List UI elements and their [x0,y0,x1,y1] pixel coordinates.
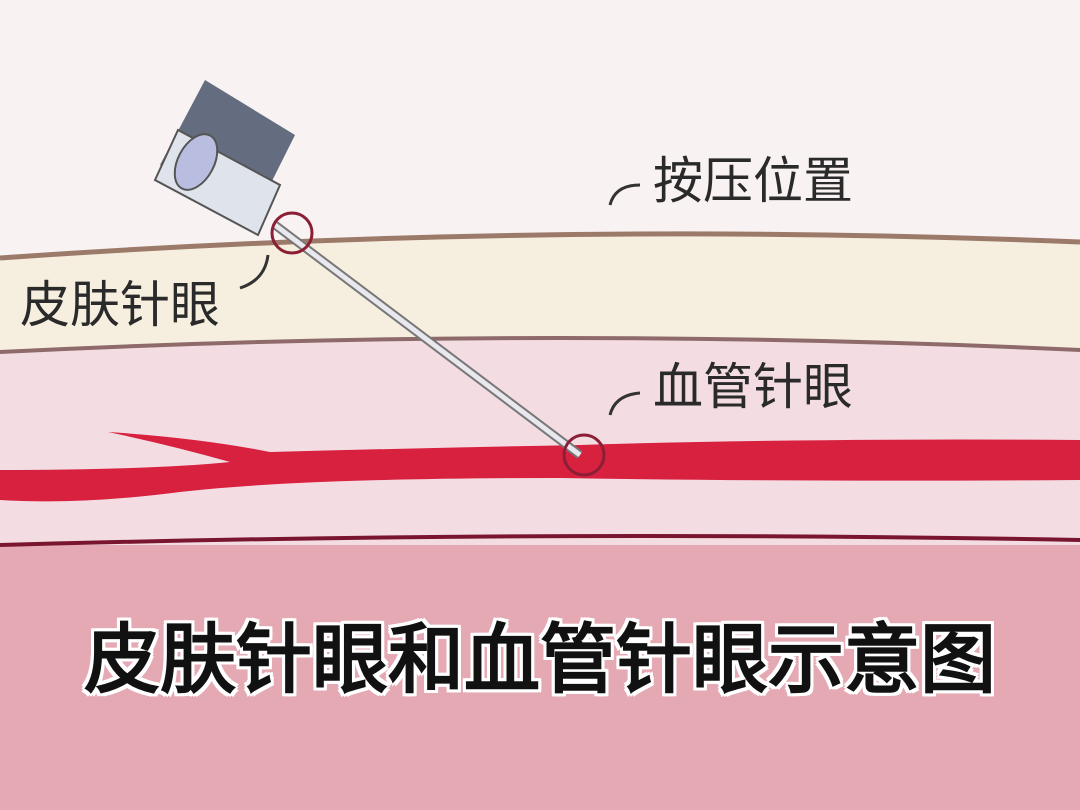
subcutaneous-layer [0,337,1080,545]
skin-surface-line [0,231,1080,261]
syringe-hub [153,80,295,237]
diagram-title: 皮肤针眼和血管针眼示意图 [84,615,996,704]
leader-skin [239,254,270,290]
label-press-position: 按压位置 [653,152,853,210]
deep-boundary-line [0,534,1080,547]
skin-layer [0,233,1080,352]
syringe-end [173,133,219,191]
leader-vessel [608,391,641,416]
skin-puncture-marker [270,211,314,255]
needle-highlight [273,223,582,457]
blood-vessel [0,432,1080,502]
label-vessel-puncture: 血管针眼 [653,358,853,416]
skin-inner-line [0,335,1080,354]
vessel-puncture-marker [562,433,606,477]
leader-press [608,183,641,206]
label-skin-puncture: 皮肤针眼 [20,276,220,334]
deep-tissue-layer [0,540,1080,810]
